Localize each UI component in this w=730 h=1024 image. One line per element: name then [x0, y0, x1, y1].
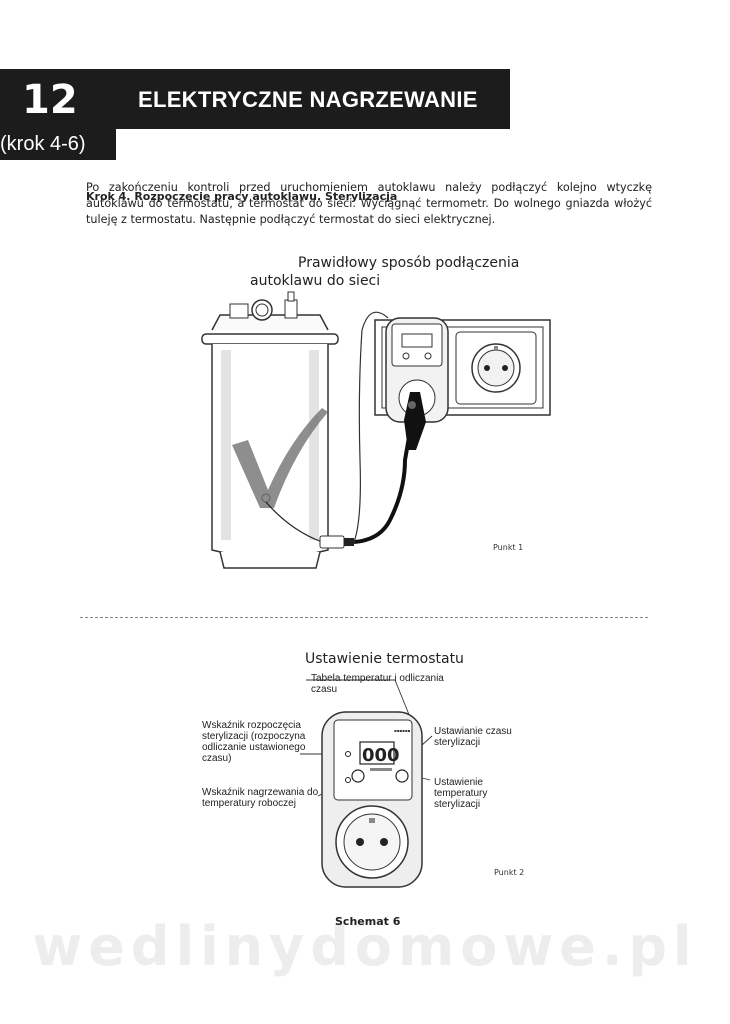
point1-label: Punkt 1	[493, 543, 524, 552]
temperature-knob[interactable]	[351, 769, 365, 783]
autoclave-icon	[201, 291, 339, 569]
chapter-number: 12	[22, 77, 78, 123]
brand-mark: ▪▪▪▪▪▪	[394, 728, 411, 733]
point2-label: Punkt 2	[494, 868, 525, 877]
figure1-title-line2: autoklawu do sieci	[250, 273, 381, 289]
figure1-title-line1: Prawidłowy sposób podłączenia	[298, 255, 520, 271]
callout-start-indicator: Wskaźnik rozpoczęcia sterylizacji (rozpo…	[202, 720, 306, 764]
callout-heating-indicator: Wskaźnik nagrzewania do temperatury robo…	[202, 787, 319, 809]
chapter-title: ELEKTRYCZNE NAGRZEWANIE	[138, 87, 478, 112]
step-label-box: (krok 4-6)	[0, 129, 116, 160]
subheading: Krok 4. Rozpoczęcie pracy autoklawu. Ste…	[86, 190, 398, 203]
time-knob[interactable]	[395, 769, 409, 783]
probe-cable	[265, 501, 323, 543]
thermostat-unit-icon	[385, 317, 449, 450]
autoclave-cable	[353, 311, 389, 543]
thermostat-closeup-icon: ▪▪▪▪▪▪ 000	[321, 711, 423, 888]
checkmark-icon	[232, 408, 328, 508]
step-label: (krok 4-6)	[0, 133, 86, 155]
probe-sleeve-icon	[319, 535, 354, 549]
figure2-title: Ustawienie termostatu	[305, 651, 464, 667]
callout-table: Tabela temperatur i odliczania czasu	[311, 673, 444, 695]
autoclave-connection-illustration	[201, 291, 551, 569]
figure1-title: Prawidłowy sposób podłączenia autoklawu …	[250, 254, 519, 290]
thermostat-settings-illustration: ▪▪▪▪▪▪ 000	[300, 679, 433, 888]
callout-temp-setting: Ustawienie temperatury sterylizacji	[434, 777, 488, 810]
watermark: wedlinydomowe.pl	[32, 915, 698, 978]
header-bar	[0, 69, 510, 129]
section-divider	[80, 617, 648, 618]
heating-indicator-light	[345, 777, 351, 783]
body-paragraph: Po zakończeniu kontroli przed uruchomien…	[86, 181, 652, 226]
start-indicator-light	[345, 751, 351, 757]
temperature-display: 000	[362, 745, 400, 766]
schema-caption: Schemat 6	[335, 915, 401, 928]
callout-time-setting: Ustawianie czasu sterylizacji	[434, 726, 512, 748]
